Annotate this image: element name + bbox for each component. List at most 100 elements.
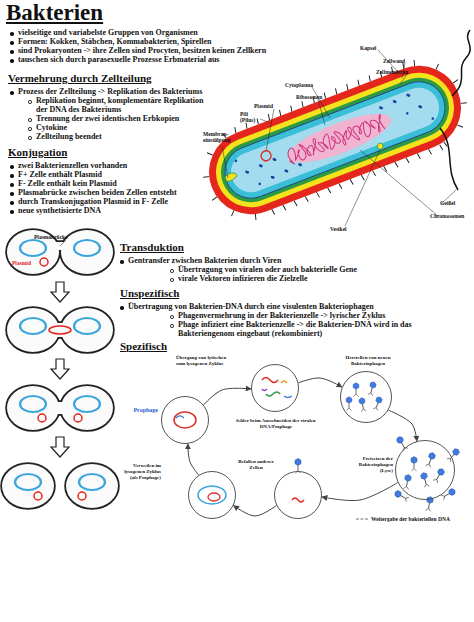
pilus-line [328,187,331,193]
part-label: Chromosomen [430,213,474,219]
ribosome-dot [234,159,237,162]
nucleoid-area [283,104,396,171]
phage-symbol [394,490,409,502]
pilus-line [417,153,420,159]
ribosome-dot [406,112,409,115]
bullet-text: F- Zelle enthält kein Plasmid [18,180,238,189]
phage-tail [401,496,405,499]
phage-symbol [359,397,367,411]
ribosome-dot [406,93,409,96]
phage-symbol [346,397,352,411]
chromosome-ring [74,318,100,334]
phage-tail [414,463,415,468]
phage-head [394,490,403,499]
pilus-line [203,175,209,179]
pilus-line [413,60,417,66]
phage-head [426,496,433,504]
capsule-layer [197,53,474,226]
phage-tail [451,455,454,459]
conjugation-stage [2,464,118,508]
chromosome-scribble [285,113,386,166]
phage-head [448,488,457,497]
leader-line [318,99,325,125]
cycle-circle: Verweilen im lysogenen Zyklus (als Proph… [188,471,236,519]
bullet-text: zwei Bakterienzellen vorhanden [18,162,238,171]
step-arrow [51,437,69,457]
pilus-line [245,123,248,129]
cycle-arrow [234,506,277,516]
pilus-line [350,179,353,185]
phage-symbol [441,488,456,500]
chromosome-ring [20,396,46,412]
plasma-bridge [48,402,72,414]
phage-legs [411,469,416,472]
plasmid-ring [40,258,48,266]
pilus-line [452,80,458,84]
cell-outline [66,464,118,508]
cycle-note: Weitergabe der bakteriellen DNA [371,516,471,522]
membrane-fold [224,171,238,182]
section-heading: Vermehrung durch Zellteilung [8,72,228,84]
phage-symbol [447,447,461,462]
phage-symbol [373,396,383,411]
bullet-ring [170,324,174,328]
phage-tail [362,404,364,409]
phage-head [346,397,352,403]
phage-symbol [425,452,436,468]
phage-legs [424,484,430,488]
cycle-arrow [298,378,342,387]
plasma-bridge [45,323,75,337]
bullet-ring [28,127,32,131]
bullet-dot [10,91,14,95]
phage-tail [425,479,426,484]
bullet-ring [28,118,32,122]
phage-head [404,474,411,482]
pilus-line [230,211,235,216]
bullet-text: Übertragung von Bakterien-DNA durch eine… [128,303,468,312]
plasma-bridge [45,323,75,337]
chromosome-ring [74,396,100,412]
bullet-ring [170,315,174,319]
step-label: Prophage [118,407,158,414]
sub-bullet-text: Phage infiziert eine Bakterienzelle -> d… [178,321,470,339]
chromosome-ring [20,240,46,256]
prophage-loop [208,493,220,501]
chromosome-ring [74,240,100,256]
plasmid-ring [34,492,42,500]
membrane-layer [212,69,458,211]
leader-line [345,150,380,226]
plasmid-ring [74,414,82,422]
cycle-circle: Freisetzen der Bakteriophagen (Lyse) [395,440,455,500]
phage-head [437,468,446,477]
bullet-ring [28,100,32,104]
pilus-line [368,75,371,81]
phage-symbol [433,468,445,483]
bullet-dot [10,165,14,169]
pilus-line [435,64,440,69]
cell-outline [61,230,113,274]
phage-legs [404,486,409,489]
bullet-text: Prozess der Zellteilung -> Replikation d… [18,88,278,97]
pilus-line [372,170,375,176]
ribosome-dot [258,182,261,185]
bullet-dot [120,306,124,310]
phage-legs [373,407,378,411]
phage-legs [404,496,409,502]
bullet-ring [28,136,32,140]
leader-line [260,119,268,122]
leader-line [60,240,66,246]
step-label: Verweilen im lysogenen Zyklus (als Proph… [123,463,161,480]
bullet-ring [170,278,174,282]
part-label: Plasmid [254,103,284,109]
pilus-line [267,114,270,120]
phage-legs [447,457,453,462]
bullet-dot [10,174,14,178]
phage-tail [428,503,430,508]
bullet-text: sind Prokaryonten -> ihre Zellen sind Pr… [18,47,318,56]
ribosome-dot [272,158,275,161]
cycle-arrow [322,483,398,501]
chromosome-ring [20,318,46,334]
flagellum-line [440,128,458,190]
pilus-line [457,123,462,128]
